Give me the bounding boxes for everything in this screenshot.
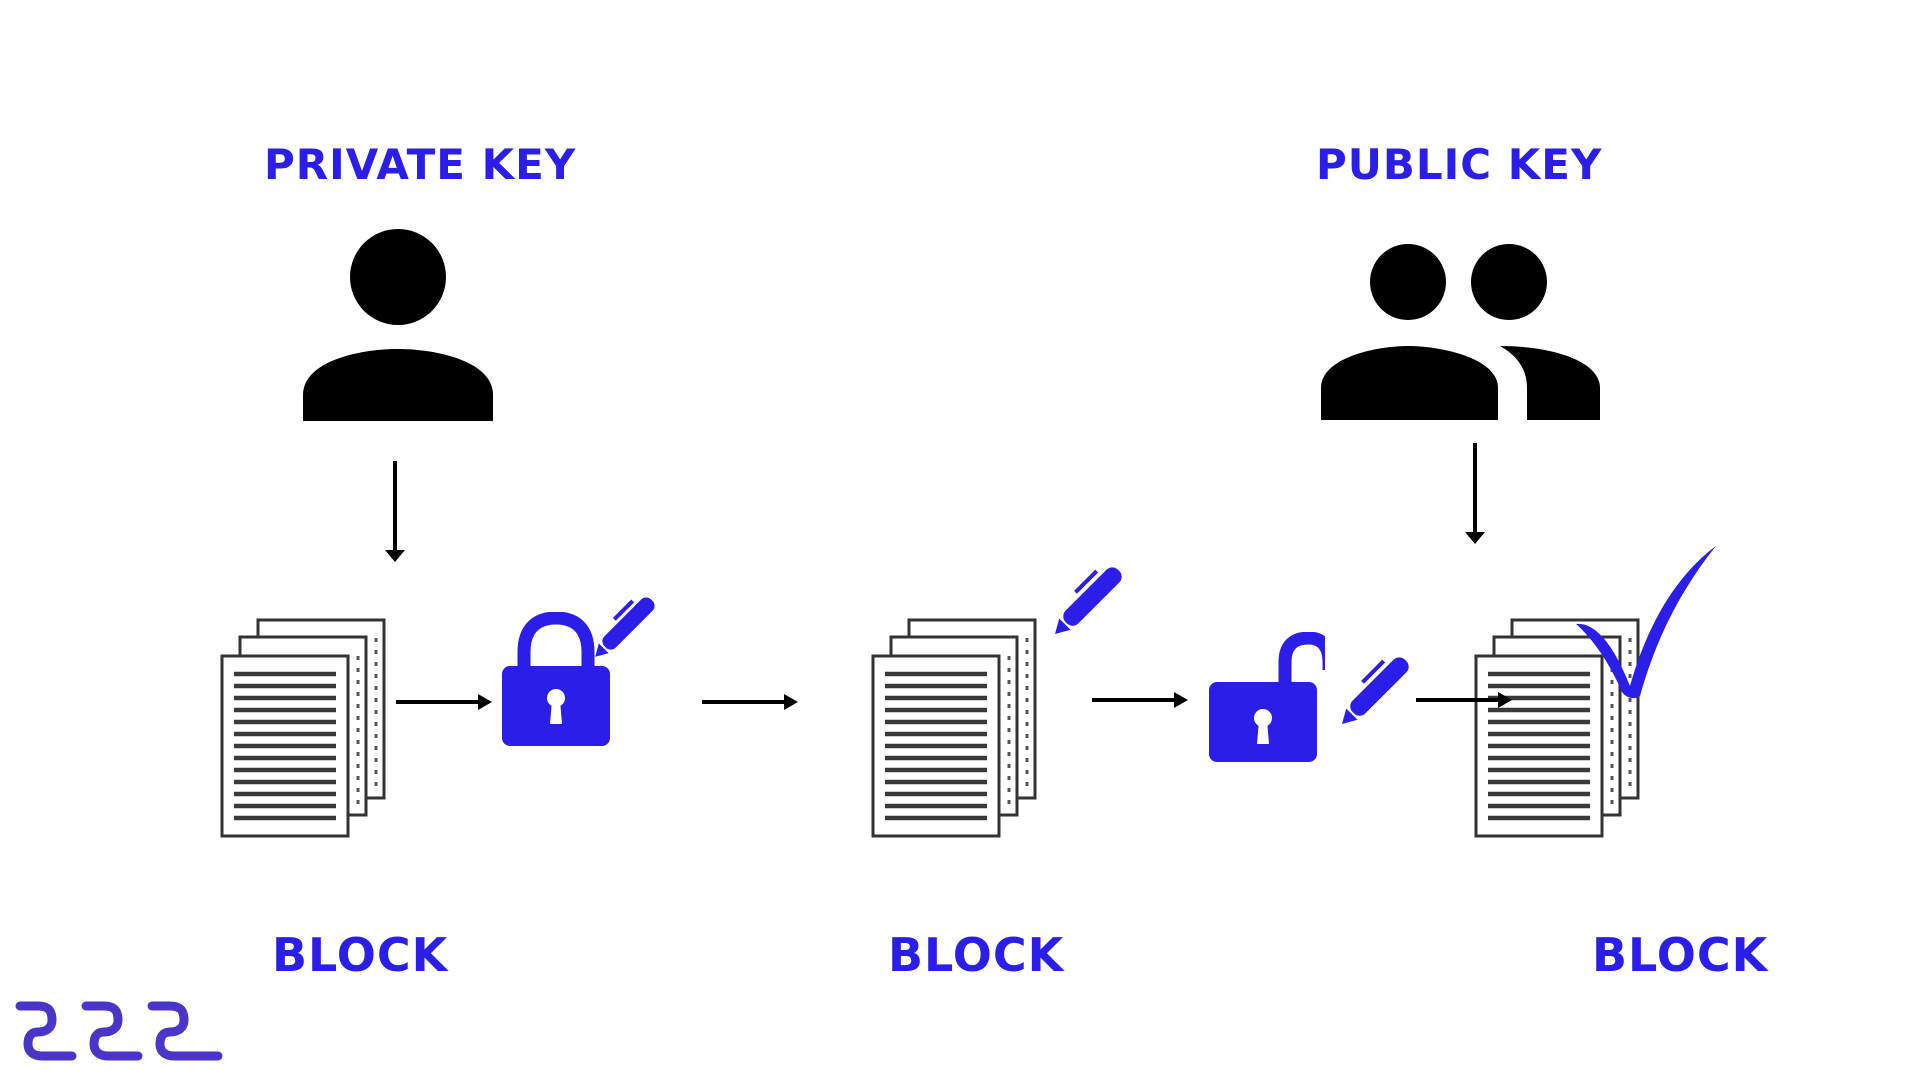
people-icon xyxy=(1321,244,1600,420)
padlock-closed-icon xyxy=(502,612,610,746)
private-key-label: PRIVATE KEY xyxy=(264,140,577,189)
block-label: BLOCK xyxy=(888,928,1065,982)
pen-icon xyxy=(1054,567,1122,635)
document-stack-icon xyxy=(220,618,386,838)
document-stack-icon xyxy=(1474,618,1640,838)
down-arrow-icon xyxy=(1465,443,1485,544)
block-label: BLOCK xyxy=(1592,928,1769,982)
pen-icon xyxy=(1341,657,1409,725)
block-label: BLOCK xyxy=(272,928,449,982)
checkmark-icon xyxy=(1576,546,1716,699)
right-arrow-icon xyxy=(1416,692,1512,708)
right-arrow-icon xyxy=(396,694,492,710)
padlock-open-icon xyxy=(1209,632,1325,762)
pen-icon xyxy=(595,597,655,657)
document-stack-icon xyxy=(871,618,1037,838)
person-icon xyxy=(303,229,493,421)
right-arrow-icon xyxy=(702,694,798,710)
down-arrow-icon xyxy=(385,461,405,562)
public-key-label: PUBLIC KEY xyxy=(1316,140,1603,189)
logo xyxy=(15,1001,223,1061)
right-arrow-icon xyxy=(1092,692,1188,708)
